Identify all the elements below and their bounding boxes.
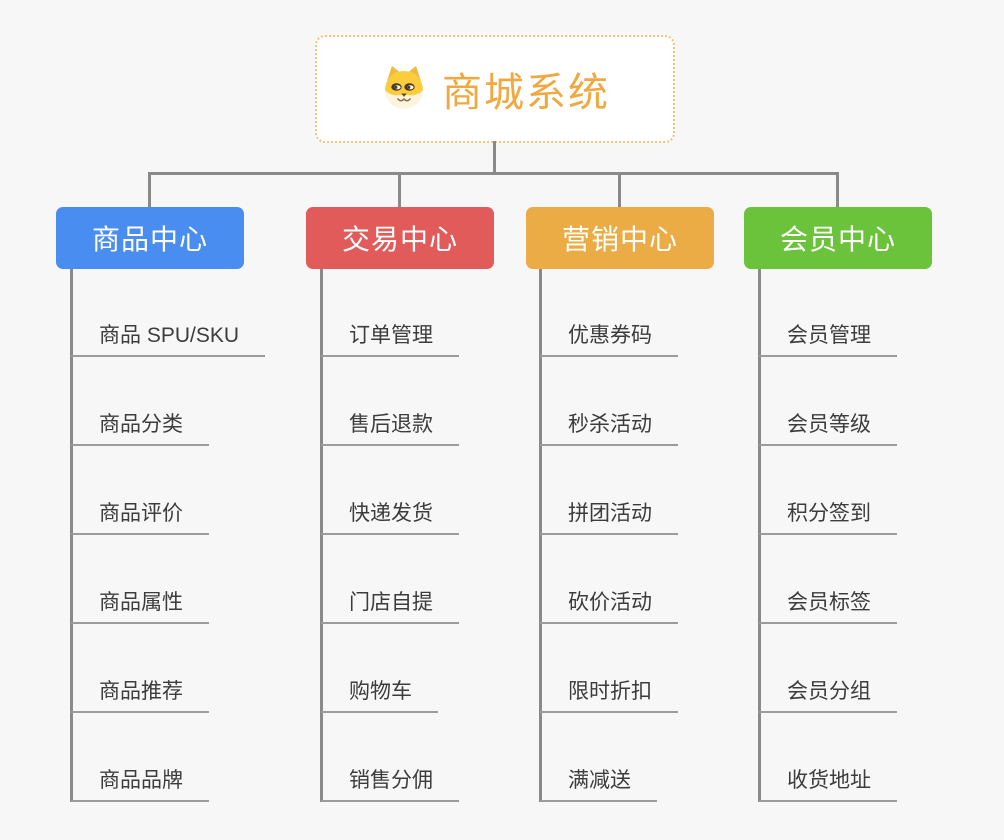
- leaf-node[interactable]: 商品品牌: [71, 769, 209, 802]
- leaf-node[interactable]: 拼团活动: [540, 502, 678, 535]
- leaf-node[interactable]: 购物车: [321, 680, 438, 713]
- dog-face-icon: [380, 64, 428, 115]
- branch-header-trade-center[interactable]: 交易中心: [306, 207, 494, 269]
- branch-vertical-line: [70, 269, 73, 802]
- branch-header-marketing-center[interactable]: 营销中心: [526, 207, 714, 269]
- leaf-node[interactable]: 会员管理: [759, 324, 897, 357]
- leaf-list-trade-center: 订单管理售后退款快递发货门店自提购物车销售分佣: [320, 269, 560, 804]
- leaf-node[interactable]: 积分签到: [759, 502, 897, 535]
- branch-label: 营销中心: [561, 224, 678, 255]
- leaf-node[interactable]: 商品推荐: [71, 680, 209, 713]
- branch-label: 商品中心: [91, 224, 208, 255]
- root-node[interactable]: 商城系统: [315, 35, 675, 143]
- connector-drop-product: [148, 174, 151, 207]
- branch-header-product-center[interactable]: 商品中心: [56, 207, 244, 269]
- leaf-node[interactable]: 商品分类: [71, 413, 209, 446]
- branch-label: 交易中心: [341, 224, 458, 255]
- leaf-node[interactable]: 销售分佣: [321, 769, 459, 802]
- leaf-node[interactable]: 满减送: [540, 769, 657, 802]
- leaf-node[interactable]: 订单管理: [321, 324, 459, 357]
- leaf-node[interactable]: 售后退款: [321, 413, 459, 446]
- leaf-list-marketing-center: 优惠券码秒杀活动拼团活动砍价活动限时折扣满减送: [539, 269, 779, 804]
- leaf-list-member-center: 会员管理会员等级积分签到会员标签会员分组收货地址: [758, 269, 998, 804]
- leaf-node[interactable]: 限时折扣: [540, 680, 678, 713]
- branch-header-member-center[interactable]: 会员中心: [744, 207, 932, 269]
- branch-label: 会员中心: [779, 224, 896, 255]
- leaf-node[interactable]: 优惠券码: [540, 324, 678, 357]
- branch-vertical-line: [758, 269, 761, 802]
- connector-trunk: [148, 172, 839, 175]
- connector-drop-marketing: [618, 174, 621, 207]
- leaf-node[interactable]: 秒杀活动: [540, 413, 678, 446]
- leaf-node[interactable]: 商品评价: [71, 502, 209, 535]
- leaf-node[interactable]: 砍价活动: [540, 591, 678, 624]
- branch-vertical-line: [539, 269, 542, 802]
- leaf-node[interactable]: 快递发货: [321, 502, 459, 535]
- leaf-list-product-center: 商品 SPU/SKU 商品分类商品评价商品属性商品推荐商品品牌: [70, 269, 310, 804]
- leaf-node[interactable]: 门店自提: [321, 591, 459, 624]
- leaf-node[interactable]: 会员分组: [759, 680, 897, 713]
- leaf-node[interactable]: 会员标签: [759, 591, 897, 624]
- leaf-node[interactable]: 商品 SPU/SKU: [71, 324, 266, 357]
- leaf-node[interactable]: 会员等级: [759, 413, 897, 446]
- root-title: 商城系统: [442, 71, 610, 115]
- leaf-node[interactable]: 收货地址: [759, 769, 897, 802]
- connector-root-drop: [493, 141, 496, 174]
- branch-vertical-line: [320, 269, 323, 802]
- connector-drop-member: [836, 174, 839, 207]
- leaf-node[interactable]: 商品属性: [71, 591, 209, 624]
- connector-drop-trade: [398, 174, 401, 207]
